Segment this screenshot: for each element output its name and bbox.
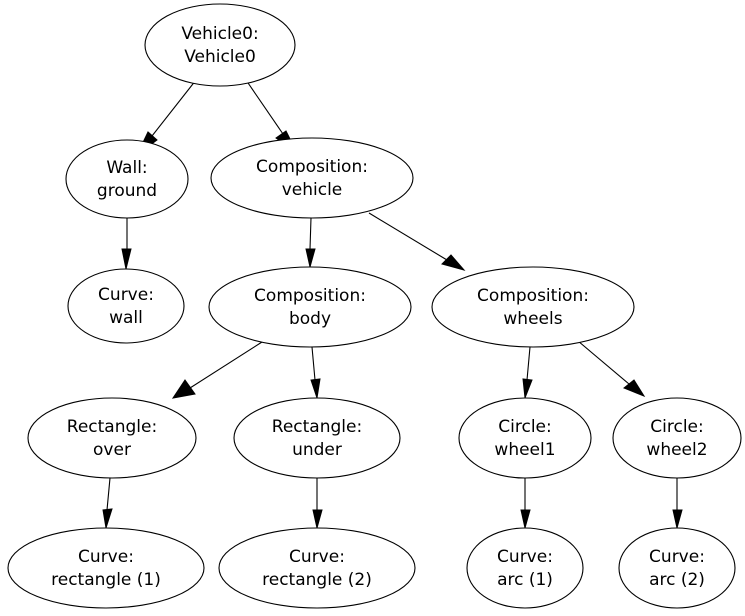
edge-line — [309, 217, 312, 250]
node-ellipse-shape[interactable] — [67, 268, 185, 344]
graph-node-vehicle0[interactable]: Vehicle0: Vehicle0 — [144, 3, 296, 87]
node-ellipse-shape[interactable] — [65, 139, 189, 219]
edge-line — [245, 79, 284, 135]
edge-arrowhead-icon — [312, 509, 323, 529]
edge-arrowhead-icon — [672, 509, 683, 529]
node-label-line2: wheel1 — [494, 440, 555, 460]
node-label-line2: over — [93, 440, 131, 460]
nodes-layer: Vehicle0:Vehicle0Wall:groundComposition:… — [7, 3, 742, 609]
edge-arrowhead-icon — [305, 248, 316, 268]
edge-line — [577, 340, 630, 385]
edge-arrowhead-icon — [520, 509, 531, 529]
graph-node-rectangle_under[interactable]: Rectangle: under — [233, 397, 401, 479]
graph-edge — [312, 478, 323, 529]
node-label-line1: Circle: — [650, 417, 703, 437]
graph-node-composition_body[interactable]: Composition: body — [208, 266, 412, 348]
graph-node-circle_wheel2[interactable]: Circle: wheel2 — [612, 397, 742, 479]
edge-arrowhead-icon — [171, 379, 196, 399]
node-ellipse-shape[interactable] — [458, 397, 592, 479]
edge-arrowhead-icon — [121, 248, 132, 270]
graph-node-curve_arc_1[interactable]: Curve: arc (1) — [466, 527, 584, 609]
node-label-line1: Composition: — [254, 286, 366, 306]
node-label-line1: Wall: — [106, 158, 147, 178]
node-label-line2: under — [292, 440, 342, 460]
node-label-line2: wheels — [503, 309, 562, 329]
graph-edge — [577, 340, 646, 398]
node-label-line2: rectangle (1) — [51, 570, 161, 590]
node-label-line2: rectangle (2) — [262, 570, 372, 590]
graph-node-circle_wheel1[interactable]: Circle: wheel1 — [458, 397, 592, 479]
node-label-line1: Circle: — [498, 417, 551, 437]
node-label-line2: body — [289, 309, 331, 329]
graph-edge — [171, 341, 263, 399]
graph-node-wall_ground[interactable]: Wall: ground — [65, 139, 189, 219]
node-label-line2: Vehicle0 — [184, 47, 256, 67]
graph-edge — [672, 478, 683, 529]
node-ellipse-shape[interactable] — [466, 527, 584, 609]
node-ellipse-shape[interactable] — [144, 3, 296, 87]
node-ellipse-shape[interactable] — [208, 266, 412, 348]
node-label-line2: ground — [97, 181, 157, 201]
node-ellipse-shape[interactable] — [7, 527, 205, 609]
graph-edge — [368, 212, 466, 271]
edge-arrowhead-icon — [522, 378, 533, 399]
graph-node-composition_vehicle[interactable]: Composition: vehicle — [210, 137, 414, 219]
node-label-line1: Composition: — [477, 286, 589, 306]
node-label-line1: Rectangle: — [67, 417, 157, 437]
graph-node-curve_rectangle_1[interactable]: Curve: rectangle (1) — [7, 527, 205, 609]
graph-edge — [305, 217, 316, 268]
edge-arrowhead-icon — [102, 508, 113, 529]
node-ellipse-shape[interactable] — [210, 137, 414, 219]
node-label-line2: wall — [109, 308, 143, 328]
node-ellipse-shape[interactable] — [431, 266, 635, 348]
edge-line — [526, 346, 531, 381]
graph-node-curve_arc_2[interactable]: Curve: arc (2) — [618, 527, 736, 609]
edge-line — [151, 79, 197, 137]
edge-line — [311, 346, 316, 381]
edge-line — [189, 341, 263, 389]
node-ellipse-shape[interactable] — [218, 527, 416, 609]
node-label-line1: Curve: — [98, 285, 154, 305]
edge-arrowhead-icon — [623, 379, 646, 398]
node-label-line1: Composition: — [256, 157, 368, 177]
node-label-line1: Curve: — [78, 547, 134, 567]
node-label-line1: Curve: — [649, 547, 705, 567]
node-ellipse-shape[interactable] — [233, 397, 401, 479]
graph-node-curve_rectangle_2[interactable]: Curve: rectangle (2) — [218, 527, 416, 609]
graph-edge — [310, 346, 321, 399]
node-label-line2: vehicle — [282, 180, 343, 200]
node-label-line1: Vehicle0: — [181, 24, 258, 44]
node-label-line1: Rectangle: — [272, 417, 362, 437]
graph-node-curve_wall[interactable]: Curve: wall — [67, 268, 185, 344]
edge-arrowhead-icon — [310, 378, 321, 399]
graph-node-rectangle_over[interactable]: Rectangle: over — [27, 397, 197, 479]
edge-arrowhead-icon — [441, 254, 466, 271]
graph-edge — [522, 346, 533, 399]
node-label-line2: arc (1) — [497, 570, 553, 590]
graph-edge — [520, 478, 531, 529]
node-label-line2: wheel2 — [646, 440, 707, 460]
node-label-line1: Curve: — [289, 547, 345, 567]
node-label-line2: arc (2) — [649, 570, 705, 590]
node-label-line1: Curve: — [497, 547, 553, 567]
edge-line — [106, 477, 111, 511]
node-ellipse-shape[interactable] — [27, 397, 197, 479]
graph-node-composition_wheels[interactable]: Composition: wheels — [431, 266, 635, 348]
graph-edge — [102, 477, 113, 529]
node-ellipse-shape[interactable] — [612, 397, 742, 479]
graph-edge — [121, 218, 132, 270]
node-ellipse-shape[interactable] — [618, 527, 736, 609]
edge-line — [368, 212, 448, 261]
